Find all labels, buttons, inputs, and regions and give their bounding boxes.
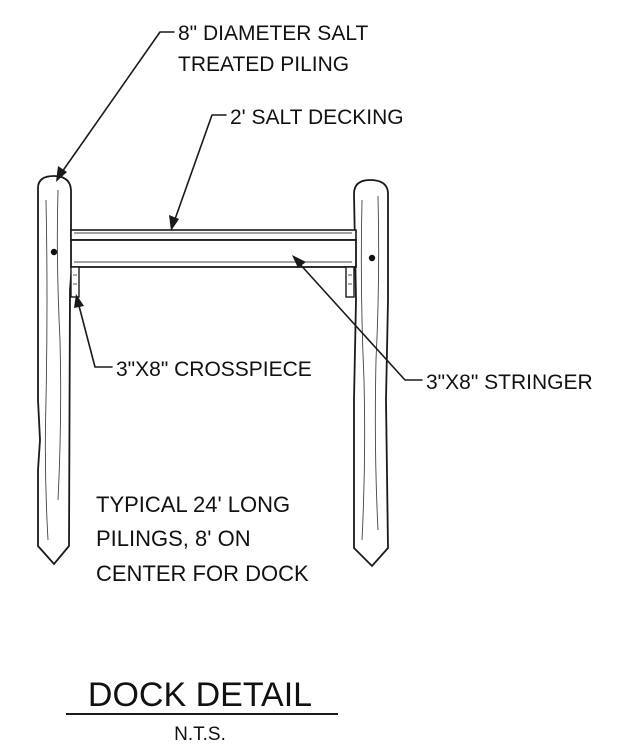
stringer-beam	[70, 239, 357, 268]
crosspiece-leader	[74, 294, 113, 368]
decking-board	[70, 229, 357, 241]
left-bolt	[50, 248, 58, 256]
piling-label-line2: TREATED PILING	[178, 53, 349, 76]
note-line-2: PILINGS, 8' ON	[96, 526, 251, 551]
right-piling	[353, 179, 389, 568]
crosspiece-label: 3"X8" CROSSPIECE	[116, 358, 312, 381]
left-piling	[37, 175, 74, 566]
piling-leader	[56, 31, 175, 182]
note-line-3: CENTER FOR DOCK	[96, 561, 309, 586]
right-bolt	[368, 254, 376, 262]
stringer-leader	[292, 255, 423, 381]
decking-leader	[169, 114, 227, 231]
decking-label: 2' SALT DECKING	[230, 106, 404, 129]
stringer-label: 3"X8" STRINGER	[426, 371, 593, 394]
piling-label-line1: 8" DIAMETER SALT	[178, 22, 368, 45]
drawing-subtitle: N.T.S.	[174, 724, 226, 745]
crosspiece-left	[70, 266, 80, 298]
drawing-title: DOCK DETAIL	[88, 676, 312, 714]
crosspiece-right	[345, 266, 355, 298]
note-line-1: TYPICAL 24' LONG	[96, 492, 290, 517]
